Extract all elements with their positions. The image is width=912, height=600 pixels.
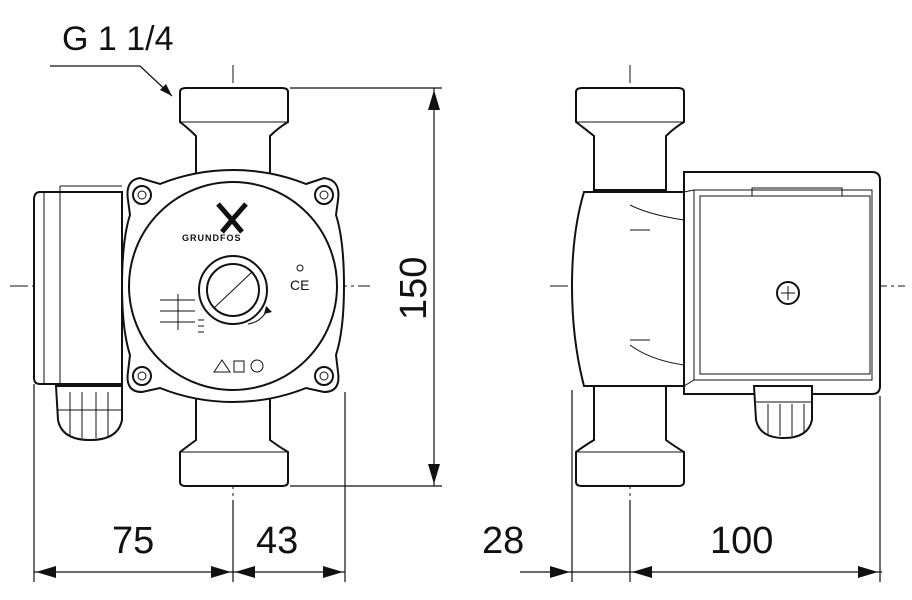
recycle-icon bbox=[250, 359, 264, 373]
front-lug-hole-bl bbox=[132, 366, 152, 386]
center-width-dimension-label: 43 bbox=[256, 520, 298, 562]
motor-depth-dimension-label: 100 bbox=[710, 520, 773, 562]
side-bottom-pipe bbox=[575, 385, 685, 487]
warning-icon bbox=[213, 359, 231, 373]
height-dimension-label: 150 bbox=[393, 257, 435, 320]
grundfos-x-icon bbox=[216, 202, 248, 234]
front-view: GRUNDFOS CE bbox=[10, 20, 442, 582]
pipe-offset-dimension-label: 28 bbox=[482, 520, 524, 562]
front-lug-hole-tl bbox=[132, 185, 152, 205]
front-cable-gland bbox=[54, 385, 123, 442]
ce-mark: CE bbox=[290, 277, 309, 293]
brand-name: GRUNDFOS bbox=[182, 233, 242, 243]
front-terminal-box bbox=[33, 185, 123, 442]
safety-symbols bbox=[213, 359, 264, 373]
front-lug-hole-tr bbox=[314, 185, 334, 205]
side-top-pipe bbox=[575, 87, 685, 191]
front-bottom-pipe bbox=[179, 389, 289, 487]
side-view: 28 100 bbox=[482, 65, 905, 582]
side-pump-body bbox=[570, 191, 685, 387]
speed-scale bbox=[160, 294, 204, 333]
manual-icon bbox=[233, 360, 245, 373]
front-top-pipe bbox=[179, 87, 289, 181]
thread-leader-line bbox=[50, 65, 173, 97]
grundfos-logo: GRUNDFOS bbox=[182, 202, 248, 243]
side-cable-gland bbox=[752, 385, 813, 440]
left-width-dimension-label: 75 bbox=[112, 520, 154, 562]
thread-label: G 1 1/4 bbox=[62, 20, 174, 58]
front-lug-hole-br bbox=[314, 366, 334, 386]
